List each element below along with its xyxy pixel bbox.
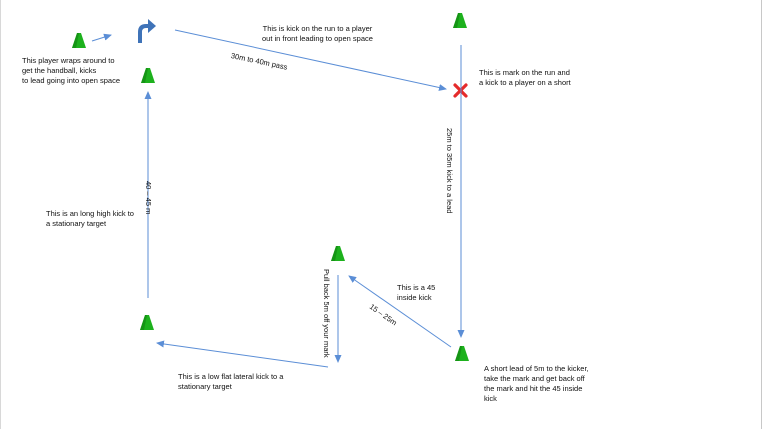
arrow-30-40m-pass <box>174 29 447 91</box>
arrow-low-flat-kick <box>156 340 329 368</box>
label-25-35m-kick: 25m to 35m kick to a lead <box>445 128 454 214</box>
label-40-45m: 40 – 45 m <box>144 181 153 215</box>
arrow-45-inside-kick <box>348 275 452 348</box>
note-low-flat-kick: This is a low flat lateral kick to a sta… <box>178 372 284 391</box>
note-kick-on-run: This is kick on the run to a player out … <box>262 24 373 43</box>
label-pull-back: Pull back 5m off your mark <box>322 269 331 358</box>
page-right-edge <box>761 0 762 429</box>
curved-turn-arrow-icon <box>138 19 156 43</box>
cone-icon <box>331 246 345 261</box>
arrow-cone-to-turn <box>91 33 112 42</box>
note-45-inside-kick: This is a 45 inside kick <box>397 283 436 302</box>
cone-icon <box>72 33 86 48</box>
note-long-high-kick: This is an long high kick to a stationar… <box>46 209 134 228</box>
cone-icon <box>455 346 469 361</box>
cone-icon <box>140 315 154 330</box>
note-mark-on-run: This is mark on the run and a kick to a … <box>479 68 571 87</box>
note-wraps-around: This player wraps around to get the hand… <box>22 56 120 85</box>
note-short-lead: A short lead of 5m to the kicker, take t… <box>484 364 589 403</box>
cone-icon <box>141 68 155 83</box>
cone-icon <box>453 13 467 28</box>
page-left-edge <box>0 0 1 429</box>
